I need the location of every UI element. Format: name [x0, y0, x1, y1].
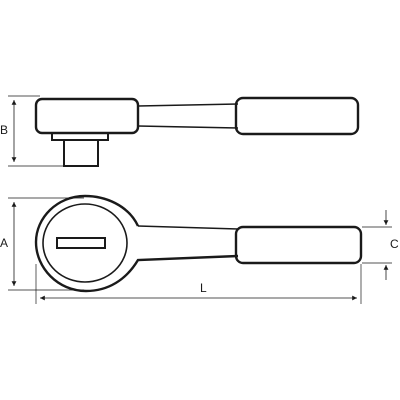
dimension-c	[362, 210, 392, 280]
dimension-l	[35, 264, 362, 304]
top-view-head-outline	[34, 194, 239, 293]
dimension-a	[8, 197, 84, 291]
top-view	[34, 194, 363, 293]
top-view-shaft-top	[137, 225, 239, 230]
dimension-b	[8, 95, 68, 167]
top-view-head-ring	[42, 203, 128, 283]
dimension-c-label: C	[390, 237, 399, 251]
side-view-shaft	[137, 103, 239, 129]
dimension-a-label: A	[0, 236, 8, 250]
top-view-selector-lever	[56, 237, 106, 249]
dimension-l-label: L	[200, 281, 207, 295]
side-view-handle	[234, 96, 360, 136]
side-view-drive-square	[63, 139, 99, 167]
dimension-b-label: B	[0, 123, 8, 137]
side-view	[34, 96, 360, 167]
side-view-head	[34, 97, 140, 135]
top-view-handle	[234, 225, 363, 265]
